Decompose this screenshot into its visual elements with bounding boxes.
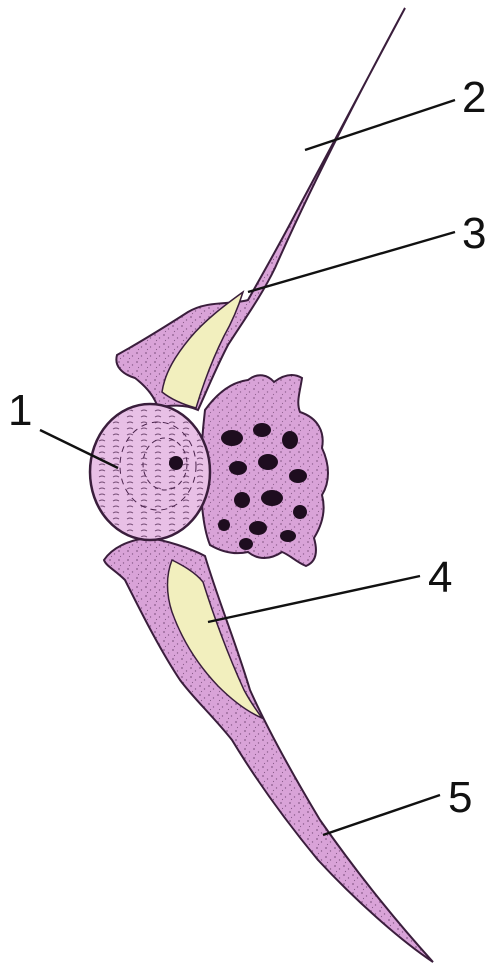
leader-line-5 xyxy=(323,795,440,835)
label-2: 2 xyxy=(462,73,486,122)
label-1: 1 xyxy=(8,386,32,435)
leader-line-2 xyxy=(305,100,455,150)
centrum xyxy=(90,404,210,540)
leader-line-3 xyxy=(248,232,455,292)
label-4: 4 xyxy=(428,553,452,602)
label-5: 5 xyxy=(448,773,472,822)
label-3: 3 xyxy=(462,209,486,258)
leader-line-4 xyxy=(208,576,420,622)
